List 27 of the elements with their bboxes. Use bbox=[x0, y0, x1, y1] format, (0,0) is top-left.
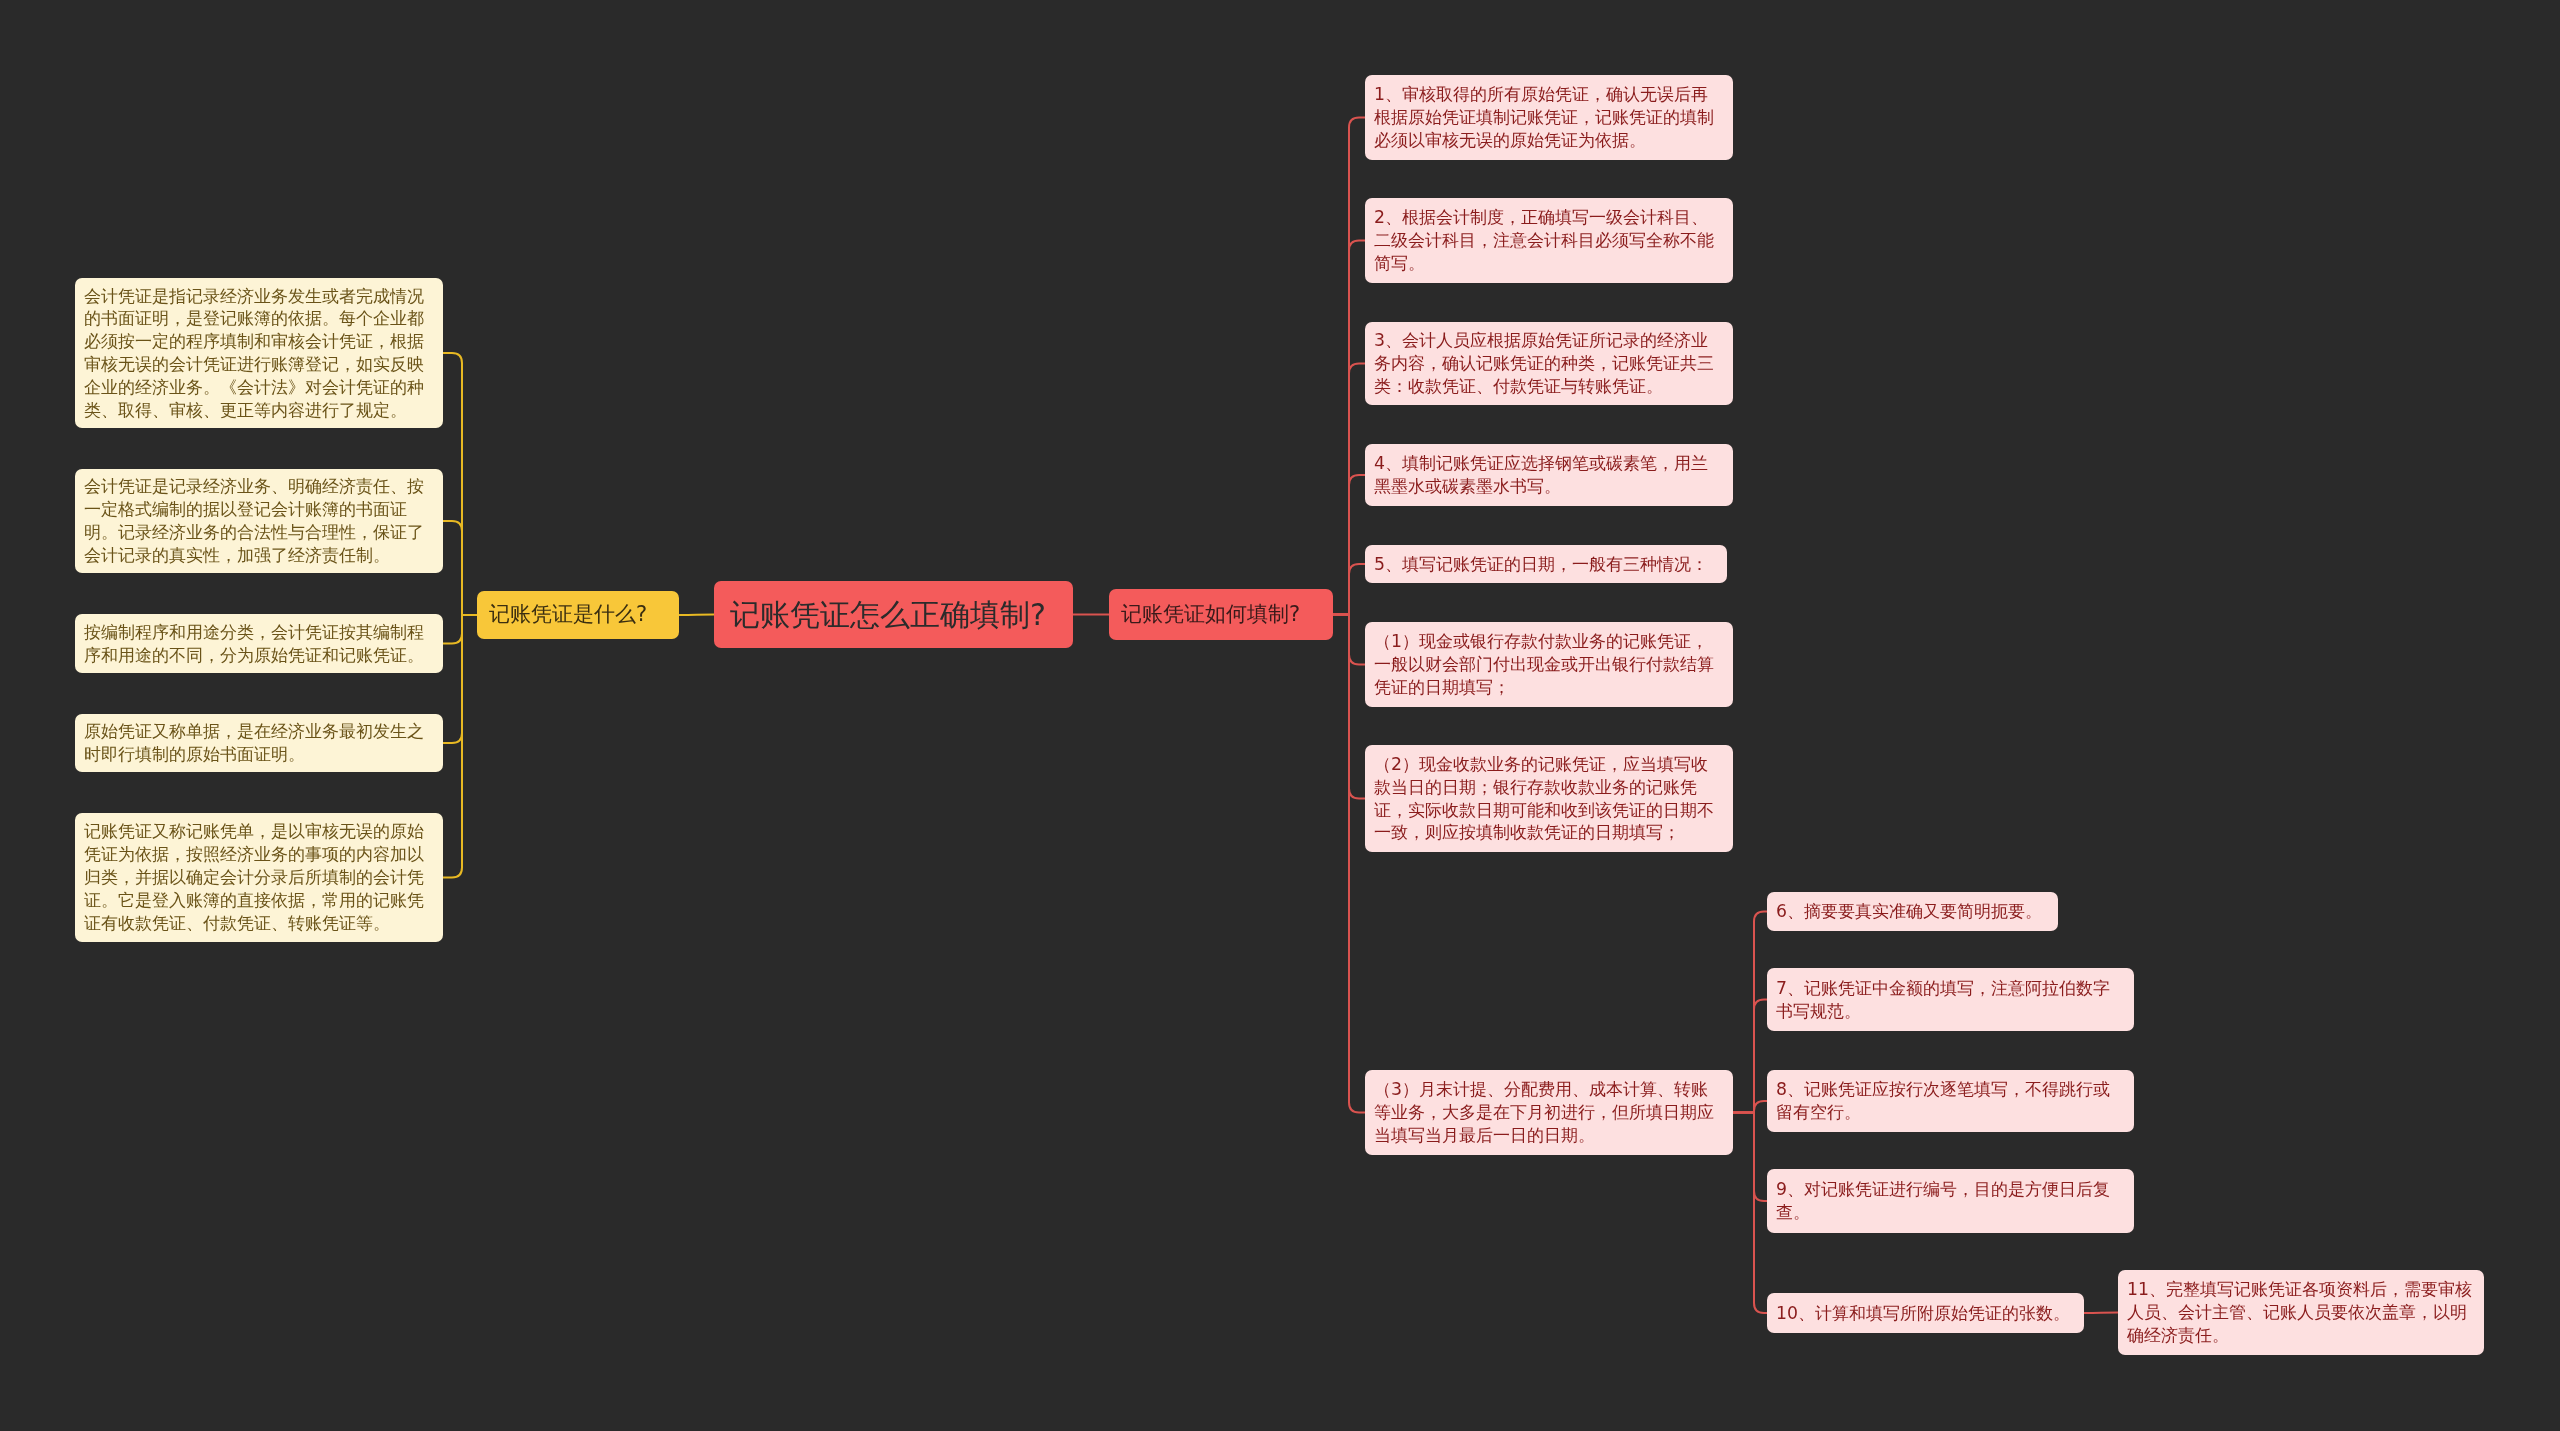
note-box: 2、根据会计制度，正确填写一级会计科目、二级会计科目，注意会计科目必须写全称不能简写。 bbox=[1365, 198, 1733, 283]
note-box: 8、记账凭证应按行次逐笔填写，不得跳行或留有空行。 bbox=[1767, 1070, 2134, 1132]
note-box: 10、计算和填写所附原始凭证的张数。 bbox=[1767, 1293, 2084, 1333]
note-box: 1、审核取得的所有原始凭证，确认无误后再根据原始凭证填制记账凭证，记账凭证的填制必须以审核无误的原始凭证为依据。 bbox=[1365, 75, 1733, 160]
note-box: 会计凭证是记录经济业务、明确经济责任、按一定格式编制的据以登记会计账簿的书面证明。记录经济业务的合法性与合理性，保证了会计记录的真实性，加强了经济责任制。 bbox=[75, 469, 443, 573]
connector-line bbox=[678, 613, 715, 616]
connector-line bbox=[442, 614, 478, 879]
note-box: 原始凭证又称单据，是在经济业务最初发生之时即行填制的原始书面证明。 bbox=[75, 714, 443, 772]
note-box: （1）现金或银行存款付款业务的记账凭证，一般以财会部门付出现金或开出银行付款结算凭证的日期填写； bbox=[1365, 622, 1733, 707]
note-box: 按编制程序和用途分类，会计凭证按其编制程序和用途的不同，分为原始凭证和记账凭证。 bbox=[75, 614, 443, 673]
note-box: 7、记账凭证中金额的填写，注意阿拉伯数字书写规范。 bbox=[1767, 968, 2134, 1031]
connector-line bbox=[1072, 613, 1110, 616]
note-box: 5、填写记账凭证的日期，一般有三种情况： bbox=[1365, 545, 1727, 583]
note-box: 会计凭证是指记录经济业务发生或者完成情况的书面证明，是登记账簿的依据。每个企业都必须按一定的程序填制和审核会计凭证，根据审核无误的会计凭证进行账簿登记，如实反映企业的经济业务。《会计法》对会计凭证的种类、取得、审核、更正等内容进行了规定。 bbox=[75, 278, 443, 428]
note-box: 6、摘要要真实准确又要简明扼要。 bbox=[1767, 892, 2058, 931]
note-box: 3、会计人员应根据原始凭证所记录的经济业务内容，确认记账凭证的种类，记账凭证共三类：收款凭证、付款凭证与转账凭证。 bbox=[1365, 322, 1733, 405]
note-box: 9、对记账凭证进行编号，目的是方便日后复查。 bbox=[1767, 1169, 2134, 1233]
note-box: （3）月末计提、分配费用、成本计算、转账等业务，大多是在下月初进行，但所填日期应当填写当月最后一日的日期。 bbox=[1365, 1070, 1733, 1155]
central-topic-box: 记账凭证怎么正确填制? bbox=[714, 581, 1073, 648]
note-box: 11、完整填写记账凭证各项资料后，需要审核人员、会计主管、记账人员要依次盖章，以明确经济责任。 bbox=[2118, 1270, 2484, 1355]
note-box: 记账凭证又称记账凭单，是以审核无误的原始凭证为依据，按照经济业务的事项的内容加以归类，并据以确定会计分录后所填制的会计凭证。它是登入账簿的直接依据，常用的记账凭证有收款凭证、付款凭证、转账凭证等。 bbox=[75, 813, 443, 942]
topic-box: 记账凭证如何填制? bbox=[1109, 589, 1333, 640]
connector-line bbox=[2083, 1311, 2119, 1314]
connector-line bbox=[1732, 1111, 1768, 1314]
note-box: 4、填制记账凭证应选择钢笔或碳素笔，用兰黑墨水或碳素墨水书写。 bbox=[1365, 444, 1733, 506]
topic-box: 记账凭证是什么? bbox=[477, 591, 679, 639]
note-box: （2）现金收款业务的记账凭证，应当填写收款当日的日期；银行存款收款业务的记账凭证，实际收款日期可能和收到该凭证的日期不一致，则应按填制收款凭证的日期填写； bbox=[1365, 745, 1733, 852]
